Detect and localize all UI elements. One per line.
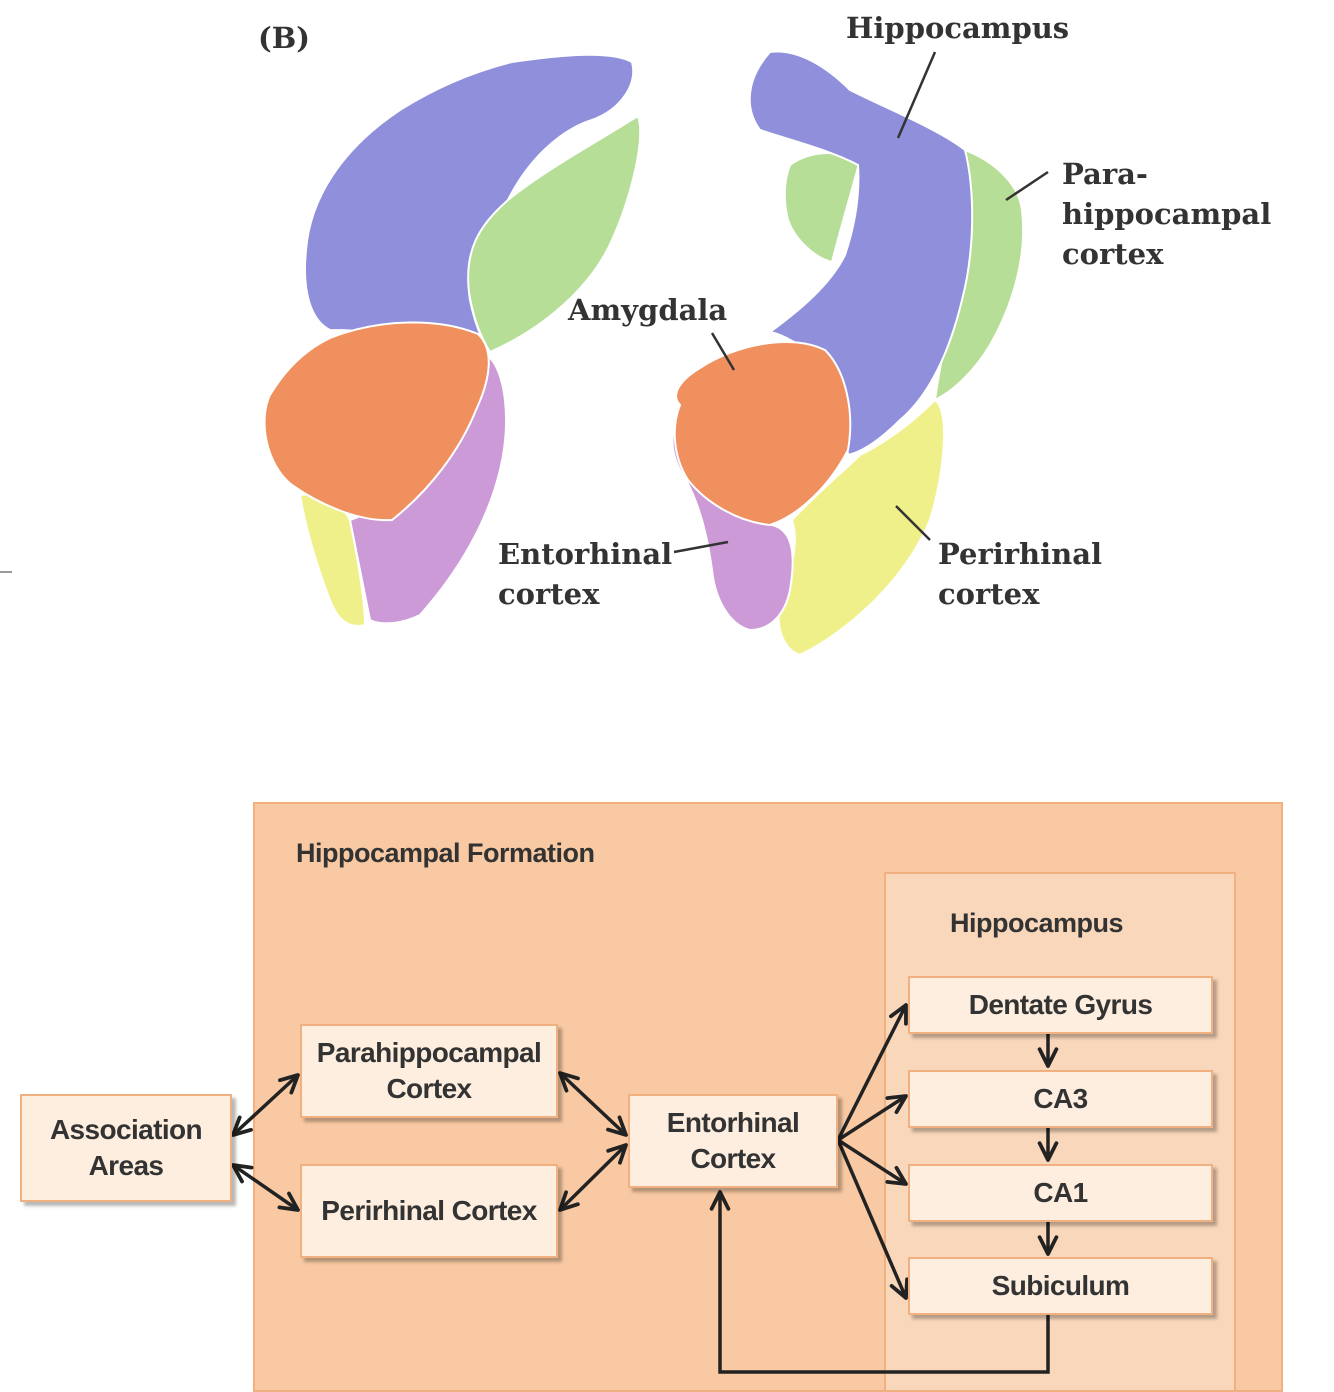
arrow-entorhinal-subiculum	[836, 1139, 909, 1300]
arrow-parahippocampal-entorhinal	[558, 1071, 628, 1137]
perirhinal-label: Perirhinal cortex	[938, 537, 1103, 611]
parahippocampal-label: Para- hippocampal cortex	[1062, 157, 1272, 271]
entorhinal-label: Entorhinal cortex	[498, 537, 673, 611]
amygdala-label: Amygdala	[568, 293, 728, 327]
hippocampal-formation-title: Hippocampal Formation	[296, 838, 595, 868]
amygdala-leader-line	[710, 332, 736, 371]
hippocampus-title: Hippocampus	[950, 908, 1124, 938]
arrow-entorhinal-ca1	[837, 1138, 908, 1186]
perirhinal-leader-line	[895, 505, 931, 541]
subiculum-box: Subiculum	[908, 1257, 1213, 1315]
arrow-subiculum-entorhinal	[709, 1190, 1050, 1374]
arrow-perirhinal-entorhinal	[558, 1143, 628, 1212]
left-amygdala-region	[263, 321, 490, 522]
hippocampus-label: Hippocampus	[846, 11, 1070, 45]
parahippocampal-cortex-box: Parahippocampal Cortex	[300, 1024, 558, 1118]
parahippocampal-leader-line	[1005, 170, 1049, 202]
hippocampus-leader-line	[896, 51, 937, 139]
anatomy-illustration	[0, 50, 1049, 657]
arrow-entorhinal-dentate	[836, 1003, 908, 1141]
association-areas-box: Association Areas	[20, 1094, 232, 1202]
dentate-gyrus-box: Dentate Gyrus	[908, 976, 1213, 1034]
entorhinal-cortex-box: Entorhinal Cortex	[628, 1094, 838, 1188]
ca3-box: CA3	[908, 1070, 1213, 1128]
entorhinal-leader-line	[673, 540, 729, 554]
arrow-association-parahippocampal	[231, 1073, 300, 1137]
ca1-box: CA1	[908, 1164, 1213, 1222]
arrow-association-perirhinal	[231, 1163, 300, 1212]
panel-label: (B)	[258, 21, 310, 55]
right-amygdala-region	[673, 341, 852, 527]
perirhinal-cortex-box: Perirhinal Cortex	[300, 1164, 558, 1258]
arrow-entorhinal-ca3	[837, 1094, 908, 1142]
